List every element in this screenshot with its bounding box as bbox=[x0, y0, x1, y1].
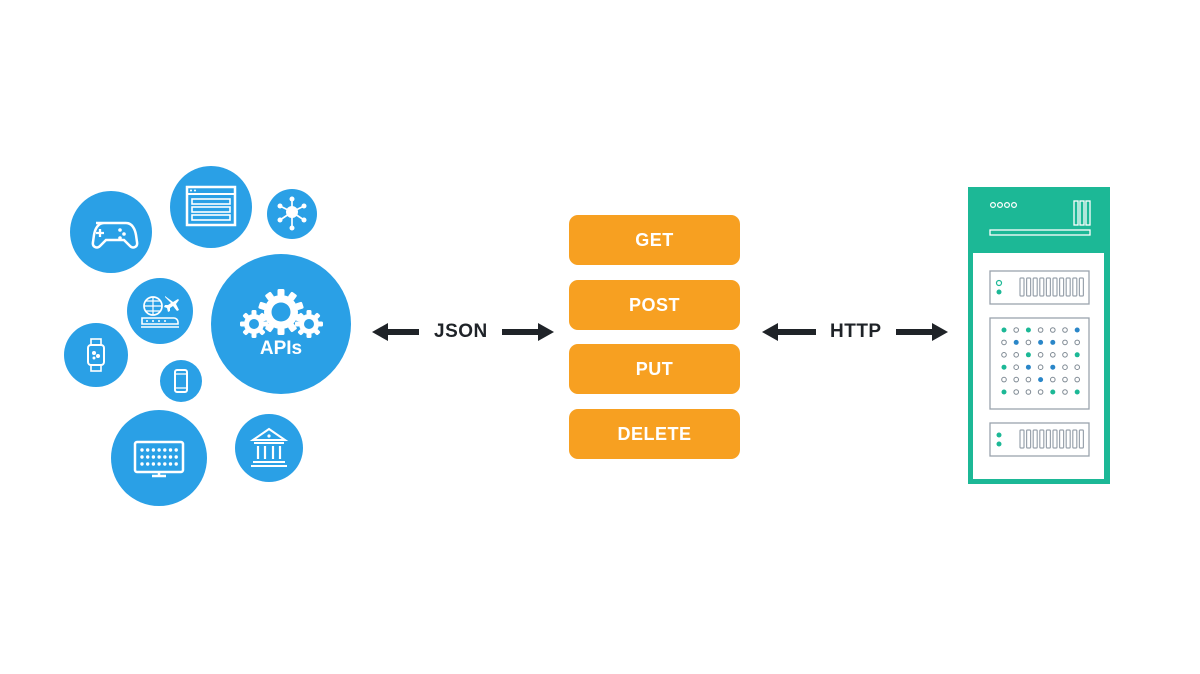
http-connection: HTTP bbox=[762, 317, 948, 347]
method-post[interactable]: POST bbox=[569, 280, 740, 330]
arrow-left-icon bbox=[762, 323, 816, 341]
travel-circle bbox=[127, 278, 193, 344]
arrow-right-icon bbox=[501, 323, 554, 341]
monitor-circle bbox=[111, 410, 207, 506]
http-label: HTTP bbox=[830, 321, 882, 342]
smartphone-circle bbox=[160, 360, 202, 402]
smartwatch-icon bbox=[87, 338, 105, 372]
gamepad-circle bbox=[70, 191, 152, 273]
method-delete[interactable]: DELETE bbox=[569, 409, 740, 459]
network-circle bbox=[267, 189, 317, 239]
bank-circle bbox=[235, 414, 303, 482]
server-icon bbox=[968, 187, 1110, 484]
method-put[interactable]: PUT bbox=[569, 344, 740, 394]
gears-icon bbox=[240, 289, 323, 338]
network-hub-icon bbox=[277, 196, 307, 231]
smartwatch-circle bbox=[64, 323, 128, 387]
server-rack bbox=[968, 187, 1110, 484]
method-get[interactable]: GET bbox=[569, 215, 740, 265]
apis-hub: APIs bbox=[211, 254, 351, 394]
browser-window-icon bbox=[185, 185, 237, 227]
keyboard-monitor-icon bbox=[133, 440, 185, 478]
apis-label: APIs bbox=[259, 338, 303, 359]
globe-plane-train-icon bbox=[141, 296, 179, 328]
json-label: JSON bbox=[434, 321, 488, 342]
browser-circle bbox=[170, 166, 252, 248]
arrow-right-icon bbox=[895, 323, 948, 341]
json-connection: JSON bbox=[372, 317, 554, 347]
arrow-left-icon bbox=[372, 323, 419, 341]
gamepad-icon bbox=[91, 221, 139, 249]
smartphone-icon bbox=[174, 369, 188, 393]
bank-building-icon bbox=[249, 427, 289, 467]
